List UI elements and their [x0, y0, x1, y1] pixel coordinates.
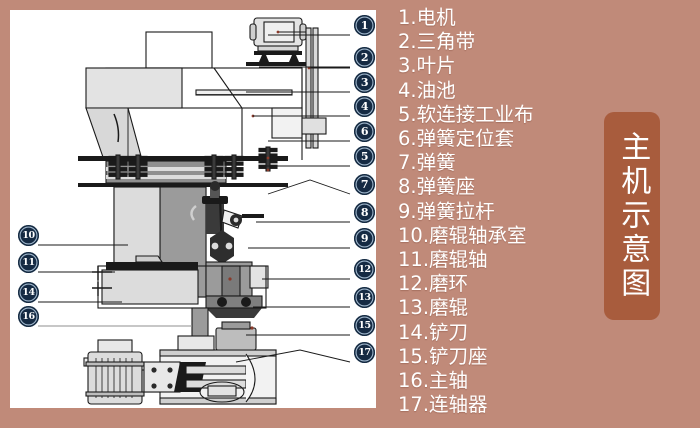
callout-badge-10[interactable]: 10 — [18, 225, 39, 246]
legend-item-4: 4.油池 — [398, 78, 456, 102]
legend-item-14: 14.铲刀 — [398, 320, 469, 344]
legend-item-12: 12.磨环 — [398, 272, 469, 296]
legend-item-7: 7.弹簧 — [398, 151, 456, 175]
part-grinding-chamber — [92, 181, 269, 355]
part-base-drive — [83, 321, 277, 405]
legend-item-8: 8.弹簧座 — [398, 175, 476, 199]
legend-item-3: 3.叶片 — [398, 54, 456, 78]
callout-badge-2[interactable]: 2 — [354, 47, 375, 68]
leader-lines-right — [235, 34, 351, 363]
legend-item-17: 17.连轴器 — [398, 393, 488, 417]
callout-badge-6[interactable]: 6 — [354, 121, 375, 142]
callout-badge-1[interactable]: 1 — [354, 15, 375, 36]
part-top-motor — [246, 17, 310, 66]
callout-badge-5[interactable]: 5 — [354, 146, 375, 167]
legend-item-15: 15.铲刀座 — [398, 344, 488, 368]
part-upper-housing — [85, 31, 350, 161]
legend-item-1: 1.电机 — [398, 6, 456, 29]
part-spring-assembly — [78, 140, 351, 195]
callout-badge-4[interactable]: 4 — [354, 96, 375, 117]
legend-list: 1.电机 2.三角带 3.叶片 4.油池 5.软连接工业布 6.弹簧定位套 7.… — [398, 6, 598, 417]
callout-badge-11[interactable]: 11 — [18, 252, 39, 273]
callout-badge-13[interactable]: 13 — [354, 287, 375, 308]
vertical-title-box: 主机示意图 — [604, 112, 660, 320]
legend-item-16: 16.主轴 — [398, 369, 469, 393]
callout-badge-12[interactable]: 12 — [354, 259, 375, 280]
diagram-panel — [10, 10, 376, 408]
legend-item-2: 2.三角带 — [398, 30, 476, 54]
part-v-belt — [305, 27, 350, 149]
callout-badge-15[interactable]: 15 — [354, 315, 375, 336]
legend-item-5: 5.软连接工业布 — [398, 102, 534, 126]
machine-schematic — [38, 17, 351, 405]
callout-badge-8[interactable]: 8 — [354, 202, 375, 223]
legend-item-6: 6.弹簧定位套 — [398, 127, 515, 151]
legend-item-9: 9.弹簧拉杆 — [398, 199, 495, 223]
callout-badge-17[interactable]: 17 — [354, 342, 375, 363]
callout-badge-9[interactable]: 9 — [354, 228, 375, 249]
page-title: 主机示意图 — [615, 131, 651, 301]
callout-badge-7[interactable]: 7 — [354, 174, 375, 195]
leader-lines-left — [38, 244, 192, 327]
legend-item-13: 13.磨辊 — [398, 296, 469, 320]
callout-badge-3[interactable]: 3 — [354, 72, 375, 93]
legend-item-11: 11.磨辊轴 — [398, 248, 488, 272]
callout-badge-16[interactable]: 16 — [18, 306, 39, 327]
callout-badge-14[interactable]: 14 — [18, 282, 39, 303]
legend-item-10: 10.磨辊轴承室 — [398, 223, 527, 247]
